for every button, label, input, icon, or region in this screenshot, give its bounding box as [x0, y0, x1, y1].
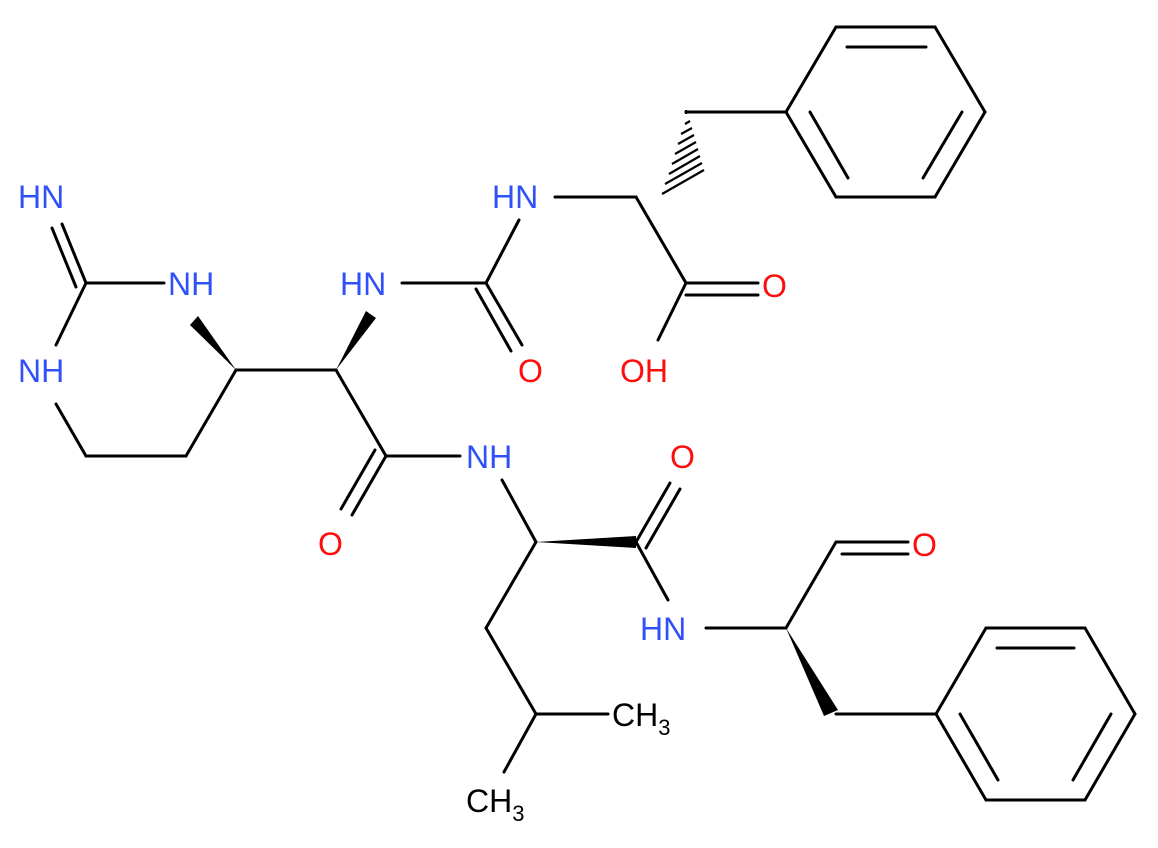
atom-amide2-nh: HN [640, 611, 686, 647]
wedge-stereo-bond-phal [786, 628, 838, 716]
amide1-co-bond-1 [350, 454, 388, 517]
atom-aldehyde-o: O [912, 527, 937, 563]
atom-amide1-o: O [318, 526, 343, 562]
imine-double-bond-1 [60, 222, 88, 285]
atom-methyl-left: CH3 [466, 783, 524, 826]
atom-urea-nh: HN [340, 266, 386, 302]
amide2-cn-bond [634, 540, 670, 602]
wedge-stereo-bond-ring [190, 316, 236, 370]
wedge-stereo-bond-leu [536, 536, 636, 548]
pyrimidine-ring [54, 281, 238, 458]
atom-ring-nh-right: NH [168, 266, 214, 302]
atom-phe-nh: HN [492, 179, 538, 215]
wedge-stereo-bond-urea [336, 311, 376, 370]
leu-beta-to-gamma-bond [484, 626, 538, 716]
urea-nh-to-c-bond [484, 218, 521, 285]
atom-acid-oh: OH [620, 353, 668, 389]
atom-methyl-right: CH3 [612, 697, 670, 740]
bottom-phenyl-ring [934, 626, 1137, 802]
atom-amide2-o: O [670, 439, 695, 475]
atom-urea-o: O [518, 353, 543, 389]
amide2-co-bond-2 [644, 487, 682, 550]
atom-ring-nh-left: NH [18, 353, 64, 389]
hashed-stereo-bond-top [661, 110, 705, 195]
center-to-amide1-bond [334, 368, 388, 458]
leu-alpha-to-beta-bond [484, 540, 538, 630]
atom-amide1-nh: NH [466, 439, 512, 475]
leu-nh-to-alpha-bond [500, 478, 538, 544]
leu-gamma-to-ch3-left-bond [502, 712, 538, 774]
atom-imine-nh: HN [18, 179, 64, 215]
amide1-co-bond-2 [339, 448, 377, 511]
phal-alpha-to-cho-bond [784, 540, 838, 630]
urea-co-bond-1 [484, 281, 524, 347]
amide2-co-bond-1 [634, 481, 672, 544]
imine-double-bond-2 [50, 226, 78, 289]
atom-acid-o: O [762, 268, 787, 304]
top-phenyl-ring [784, 25, 987, 199]
carboxyl-oh-bond [656, 281, 688, 342]
urea-co-bond-2 [474, 287, 513, 353]
phe-alpha-to-carboxyl-bond [634, 195, 688, 285]
